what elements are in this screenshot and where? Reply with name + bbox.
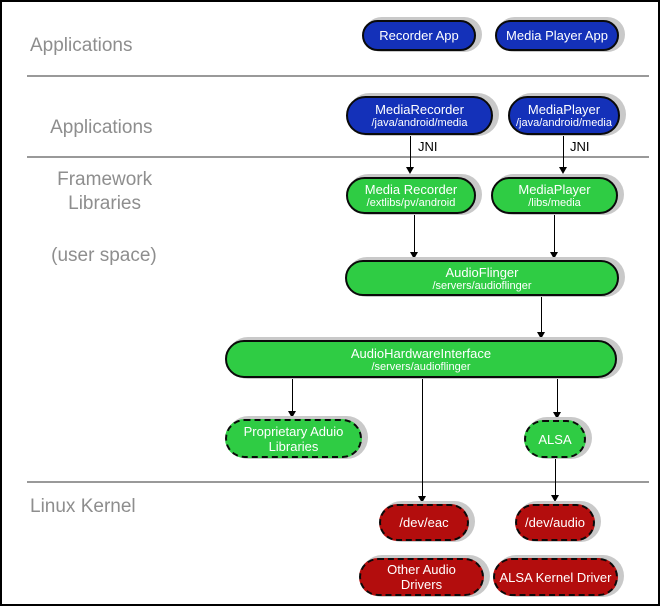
- arrow-ahi-to-dev-eac: [418, 379, 426, 503]
- divider-framework-libraries: [27, 156, 649, 158]
- node-subtitle: /extlibs/pv/android: [366, 197, 456, 209]
- node-subtitle: /java/android/media: [371, 117, 468, 129]
- node-alsa-kernel-driver: ALSA Kernel Driver: [493, 558, 618, 596]
- arrow-mediaplayerlib-to-audioflinger: [550, 214, 558, 259]
- edge-label-jni-left: JNI: [418, 139, 438, 154]
- node-dev-audio: /dev/audio: [515, 504, 595, 541]
- node-mediaplayer-lib: MediaPlayer /libs/media: [491, 177, 618, 214]
- arrow-mediaplayer-to-mediaplayerlib: [559, 135, 567, 174]
- node-title: /dev/audio: [525, 515, 585, 530]
- section-label-line: Libraries: [68, 193, 141, 214]
- node-title: Media Player App: [506, 28, 608, 43]
- divider-libraries-kernel: [27, 481, 649, 483]
- section-label-linux-kernel: Linux Kernel: [30, 496, 136, 517]
- node-proprietary-audio-libraries: Proprietary Aduio Libraries: [225, 419, 362, 458]
- node-subtitle: /java/android/media: [515, 117, 612, 129]
- node-title: MediaPlayer: [518, 182, 591, 197]
- section-label-line: (user space): [51, 245, 157, 266]
- arrow-ahi-to-proprietary: [288, 379, 296, 418]
- node-media-player-app: Media Player App: [495, 20, 619, 51]
- node-title: Other Audio Drivers: [387, 562, 456, 592]
- node-media-recorder-lib: Media Recorder /extlibs/pv/android: [346, 177, 476, 214]
- edge-label-jni-right: JNI: [570, 139, 590, 154]
- section-label-applications: Applications: [30, 35, 133, 56]
- node-title: Recorder App: [379, 28, 459, 43]
- arrow-alsa-to-dev-audio: [551, 459, 559, 502]
- node-title: MediaPlayer: [527, 102, 601, 117]
- arrow-medialib-to-audioflinger: [410, 214, 418, 259]
- node-subtitle: /servers/audioflinger: [371, 360, 471, 373]
- node-mediarecorder-framework: MediaRecorder /java/android/media: [346, 96, 493, 135]
- node-title: Proprietary Aduio Libraries: [243, 423, 344, 454]
- arrow-ahi-to-alsa: [553, 379, 561, 419]
- node-title: AudioFlinger: [445, 264, 519, 280]
- node-title: ALSA Kernel Driver: [499, 569, 612, 585]
- node-other-audio-drivers: Other Audio Drivers: [359, 558, 484, 596]
- node-title: MediaRecorder: [375, 102, 464, 117]
- node-subtitle: /libs/media: [528, 197, 581, 209]
- node-subtitle: /servers/audioflinger: [432, 279, 532, 292]
- node-title: /dev/eac: [399, 515, 449, 530]
- arrow-mediarecorder-to-medialib: [406, 135, 414, 174]
- node-title: Media Recorder: [364, 182, 458, 197]
- node-dev-eac: /dev/eac: [379, 504, 469, 541]
- divider-applications-framework: [27, 75, 649, 77]
- node-title: ALSA: [538, 431, 572, 447]
- node-recorder-app: Recorder App: [362, 20, 476, 51]
- arrow-audioflinger-to-ahi: [537, 296, 545, 339]
- node-mediaplayer-framework: MediaPlayer /java/android/media: [508, 96, 620, 135]
- section-label-line: Applications: [50, 117, 153, 138]
- node-title: AudioHardwareInterface: [350, 345, 492, 361]
- node-alsa: ALSA: [524, 420, 586, 458]
- section-label-libraries: Libraries (user space): [30, 165, 157, 295]
- node-audioflinger: AudioFlinger /servers/audioflinger: [345, 260, 619, 296]
- section-label-applications-framework: Applications Framework: [30, 89, 153, 219]
- node-audio-hardware-interface: AudioHardwareInterface /servers/audiofli…: [225, 340, 617, 378]
- section-label-line: Framework: [57, 169, 153, 190]
